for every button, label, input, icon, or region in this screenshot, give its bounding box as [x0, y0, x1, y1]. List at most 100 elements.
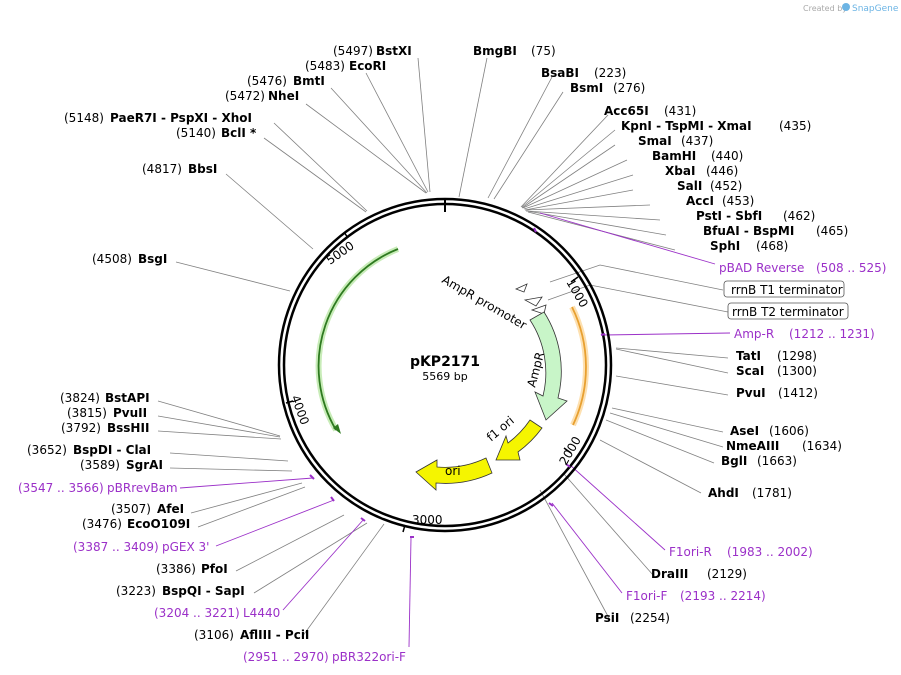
enzyme-pos: (3815) — [67, 406, 107, 420]
enzyme-name: BstXI — [376, 44, 412, 58]
enzyme-pos: (3652) — [27, 443, 67, 457]
enzyme-pos: (5483) — [305, 59, 345, 73]
enzyme-name: BfuAI - BspMI — [703, 224, 794, 238]
plasmid-size: 5569 bp — [422, 370, 467, 383]
enzyme-name: NmeAIII — [726, 439, 779, 453]
promoter-arrow-3 — [530, 304, 547, 315]
enzyme-pos: (4817) — [142, 162, 182, 176]
enzyme-pos: (5472) — [225, 89, 265, 103]
enzyme-pos: (1663) — [757, 454, 797, 468]
enzyme-name: SalI — [677, 179, 702, 193]
enzyme-pos: (4508) — [92, 252, 132, 266]
primer-range: (3204 .. 3221) — [154, 606, 240, 620]
enzyme-name: XbaI — [665, 164, 695, 178]
enzyme-pos: (465) — [816, 224, 848, 238]
primer-marks — [309, 227, 606, 538]
backbone-outer — [277, 197, 613, 533]
enzyme-pos: (453) — [722, 194, 754, 208]
brand-text: SnapGene — [852, 4, 899, 14]
enzyme-name: TatI — [736, 349, 761, 363]
ori-label: ori — [445, 464, 461, 478]
primer-name: pGEX 3' — [162, 540, 209, 554]
green-arc — [317, 248, 399, 431]
enzyme-name: BmgBI — [473, 44, 517, 58]
enzyme-name: AflIII - PciI — [240, 628, 309, 642]
primer-range: (3547 .. 3566) — [18, 481, 104, 495]
primer-leader-lines — [179, 212, 731, 648]
primer-name: L4440 — [243, 606, 280, 620]
enzyme-pos: (2254) — [630, 611, 670, 625]
enzyme-leader-lines — [157, 57, 729, 638]
promoter-arrow-1 — [514, 283, 528, 293]
ampr-label: AmpR — [524, 351, 547, 389]
enzyme-pos: (223) — [594, 66, 626, 80]
plasmid-name: pKP2171 — [410, 354, 480, 370]
enzyme-pos: (468) — [756, 239, 788, 253]
rrnb-t2-box — [727, 302, 849, 320]
primer-name: Amp-R — [734, 327, 774, 341]
primer-range: (1983 .. 2002) — [727, 545, 813, 559]
f1-ori-feature — [495, 419, 543, 461]
enzyme-pos: (440) — [711, 149, 743, 163]
enzyme-pos: (75) — [531, 44, 556, 58]
enzyme-name: PvuII — [113, 406, 147, 420]
enzyme-name: SphI — [710, 239, 740, 253]
enzyme-pos: (5148) — [64, 111, 104, 125]
enzyme-name: EcoRI — [349, 59, 386, 73]
enzyme-name: BglI — [721, 454, 747, 468]
enzyme-pos: (5497) — [333, 44, 373, 58]
enzyme-pos: (2129) — [707, 567, 747, 581]
enzyme-pos: (1634) — [802, 439, 842, 453]
enzyme-pos: (5140) — [176, 126, 216, 140]
ampr-feature — [529, 311, 568, 421]
primer-name: pBRrevBam — [107, 481, 178, 495]
primer-name: F1ori-F — [626, 589, 667, 603]
enzyme-name: BssHII — [107, 421, 149, 435]
enzyme-pos: (3386) — [156, 562, 196, 576]
enzyme-name: AccI — [686, 194, 714, 208]
enzyme-name: BclI * — [221, 126, 257, 140]
primer-name: pBR322ori-F — [332, 650, 406, 664]
enzyme-name: BsaBI — [541, 66, 579, 80]
enzyme-name: BspDI - ClaI — [73, 443, 151, 457]
enzyme-name: BmtI — [293, 74, 325, 88]
enzyme-pos: (3223) — [116, 584, 156, 598]
green-arc-head — [333, 424, 341, 434]
enzyme-pos: (435) — [779, 119, 811, 133]
primer-name: pBAD Reverse — [719, 261, 804, 275]
enzyme-name: PsiI — [595, 611, 619, 625]
enzymes-left: (5497) BstXI (5483) EcoRI (5476) BmtI (5… — [27, 44, 412, 642]
primer-range: (2193 .. 2214) — [680, 589, 766, 603]
rrnb-orange-arc — [571, 306, 587, 426]
rrnb-t2-label: rrnB T2 terminator — [732, 305, 844, 319]
enzyme-pos: (3106) — [194, 628, 234, 642]
enzyme-name: ScaI — [736, 364, 764, 378]
enzyme-name: PvuI — [736, 386, 766, 400]
enzyme-pos: (437) — [681, 134, 713, 148]
ori-feature — [415, 457, 493, 491]
enzyme-name: BstAPI — [105, 391, 150, 405]
enzyme-pos: (1606) — [769, 424, 809, 438]
enzyme-pos: (446) — [706, 164, 738, 178]
enzyme-name: NheI — [268, 89, 299, 103]
enzyme-pos: (462) — [783, 209, 815, 223]
enzyme-name: AfeI — [157, 502, 184, 516]
enzyme-pos: (431) — [664, 104, 696, 118]
enzyme-name: SmaI — [638, 134, 672, 148]
tick-label-3000: 3000 — [412, 513, 443, 527]
enzyme-pos: (3824) — [60, 391, 100, 405]
enzyme-name: PfoI — [201, 562, 228, 576]
watermark-text: Created by — [803, 4, 847, 13]
enzyme-name: DraIII — [651, 567, 688, 581]
tick-marks — [285, 231, 579, 533]
enzyme-pos: (1298) — [777, 349, 817, 363]
enzymes-right: BmgBI (75) BsaBI (223) BsmI (276) Acc65I… — [473, 44, 848, 625]
enzyme-pos: (452) — [710, 179, 742, 193]
primer-range: (1212 .. 1231) — [789, 327, 875, 341]
enzyme-name: EcoO109I — [127, 517, 190, 531]
enzyme-name: BspQI - SapI — [162, 584, 245, 598]
snapgene-logo-icon — [842, 3, 850, 11]
enzyme-name: BsgI — [138, 252, 167, 266]
green-arc-halo — [315, 246, 400, 432]
